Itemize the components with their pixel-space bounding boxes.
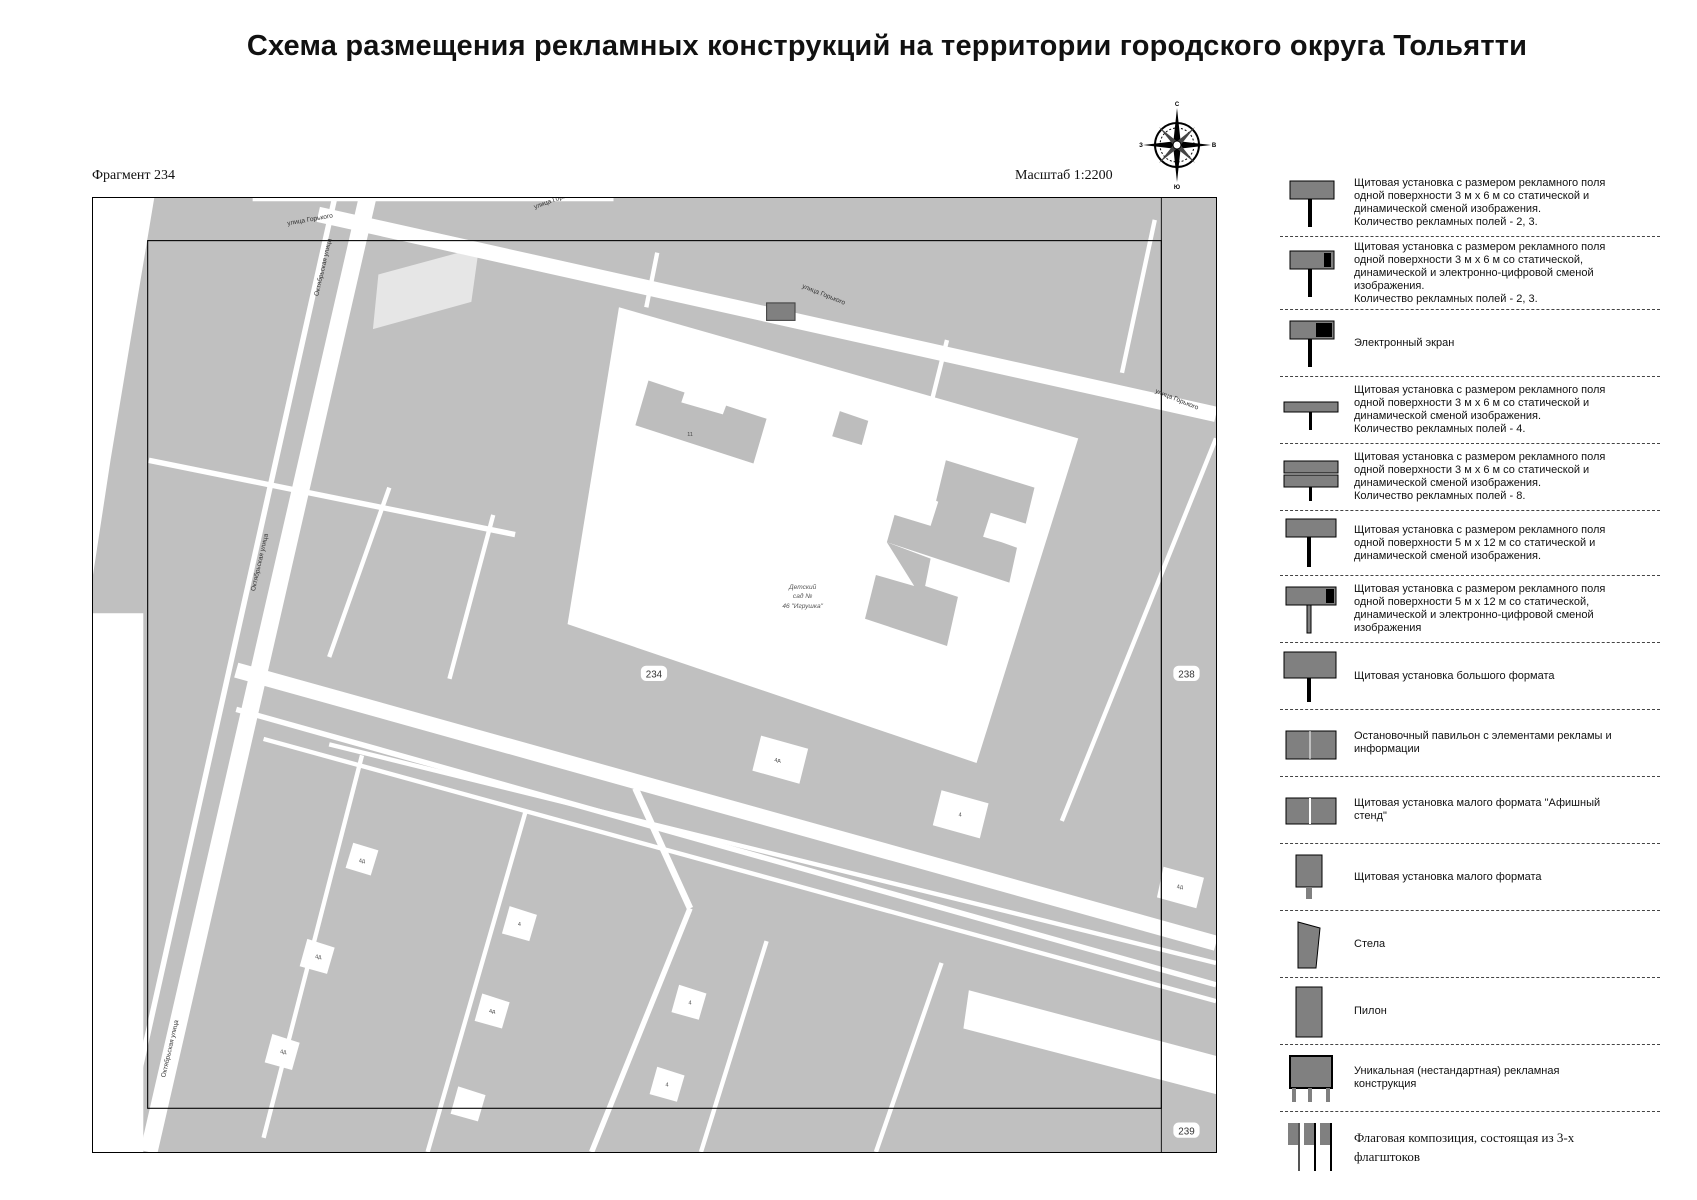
- block-number: 234: [646, 670, 663, 681]
- legend-item: Щитовая установка с размером рекламного …: [1280, 170, 1660, 237]
- kindergarten-label-line: Детский: [788, 583, 817, 591]
- legend-item-label: Щитовая установка с размером рекламного …: [1354, 384, 1606, 435]
- legend-item-label: Щитовая установка с размером рекламного …: [1354, 240, 1606, 305]
- poster-stand-icon: [1285, 797, 1337, 825]
- house-number: 4д: [280, 1050, 287, 1056]
- block-numbers: 234 238 239: [640, 665, 1200, 1138]
- house-number: 4: [689, 1000, 692, 1006]
- house-number: 11: [687, 432, 693, 438]
- block-number: 238: [1178, 670, 1195, 681]
- legend-item-label: Щитовая установка большого формата: [1354, 669, 1555, 682]
- legend-item-label: Щитовая установка с размером рекламного …: [1354, 583, 1606, 634]
- ad-construction-marker[interactable]: [766, 302, 796, 321]
- kindergarten-label: Детский сад № 46 "Игрушка": [782, 583, 823, 610]
- legend-item: Электронный экран: [1280, 310, 1660, 377]
- electronic-screen-icon: [1289, 320, 1335, 367]
- legend-item: Флаговая композиция, состоящая из 3-х фл…: [1280, 1112, 1660, 1182]
- legend-item-label: Стела: [1354, 937, 1386, 950]
- legend-item-label: Уникальная (нестандартная) рекламная кон…: [1354, 1065, 1560, 1090]
- legend-item: Пилон: [1280, 978, 1660, 1045]
- small-billboard-icon: [1295, 854, 1323, 899]
- large-billboard-icon: [1283, 651, 1337, 702]
- billboard-3x6-digital-icon: [1289, 250, 1335, 297]
- legend-item: Щитовая установка с размером рекламного …: [1280, 576, 1660, 643]
- legend-item-label: Флаговая композиция, состоящая из 3-х фл…: [1354, 1130, 1575, 1164]
- unique-construction-icon: [1289, 1055, 1333, 1102]
- legend-item: Щитовая установка с размером рекламного …: [1280, 377, 1660, 444]
- flag-composition-icon: [1288, 1123, 1332, 1171]
- legend-item: Щитовая установка с размером рекламного …: [1280, 444, 1660, 511]
- legend-item: Стела: [1280, 911, 1660, 978]
- compass-south: Ю: [1174, 185, 1180, 190]
- billboard-8-fields-icon: [1283, 460, 1339, 501]
- legend-item: Щитовая установка малого формата "Афишны…: [1280, 777, 1660, 844]
- stele-icon: [1297, 921, 1321, 969]
- house-number: 4: [518, 922, 521, 928]
- legend: Щитовая установка с размером рекламного …: [1280, 170, 1660, 1182]
- house-number: 4д: [1177, 885, 1184, 891]
- legend-item: Щитовая установка с размером рекламного …: [1280, 511, 1660, 576]
- fragment-label: Фрагмент 234: [92, 168, 176, 183]
- billboard-4-fields-icon: [1283, 401, 1339, 430]
- house-number: 4д: [315, 955, 322, 961]
- kindergarten-label-line: 46 "Игрушка": [782, 603, 823, 610]
- map[interactable]: улица Горького улица Горького улица Горь…: [92, 197, 1217, 1153]
- legend-item: Уникальная (нестандартная) рекламная кон…: [1280, 1045, 1660, 1112]
- legend-item: Щитовая установка большого формата: [1280, 643, 1660, 710]
- legend-item-label: Щитовая установка с размером рекламного …: [1354, 451, 1606, 502]
- compass-rose-icon: С Ю З В: [1139, 102, 1217, 190]
- compass-north: С: [1175, 102, 1180, 108]
- legend-item-label: Остановочный павильон с элементами рекла…: [1354, 730, 1612, 755]
- scale-label: Масштаб 1:2200: [1015, 168, 1113, 183]
- house-numbers: 11 4д 4 4д 4д 4д 4 4д 4 4д 4: [280, 432, 1184, 1088]
- billboard-5x12-icon: [1285, 518, 1337, 567]
- compass-west: З: [1139, 143, 1143, 149]
- house-number: 4: [959, 813, 962, 819]
- legend-item-label: Электронный экран: [1354, 336, 1455, 349]
- bus-stop-pavilion-icon: [1285, 730, 1337, 760]
- billboard-3x6-icon: [1289, 180, 1335, 227]
- legend-item-label: Щитовая установка с размером рекламного …: [1354, 523, 1606, 562]
- block-number: 239: [1178, 1127, 1194, 1138]
- legend-item: Остановочный павильон с элементами рекла…: [1280, 710, 1660, 777]
- house-number: 4: [666, 1082, 669, 1088]
- legend-item-label: Щитовая установка малого формата: [1354, 870, 1542, 883]
- kindergarten-label-line: сад №: [793, 592, 812, 600]
- billboard-5x12-digital-icon: [1285, 586, 1337, 634]
- pylon-icon: [1295, 986, 1323, 1038]
- house-number: 4д: [489, 1009, 496, 1015]
- legend-item: Щитовая установка малого формата: [1280, 844, 1660, 911]
- map-buildings: [264, 380, 1204, 1122]
- house-number: 4д: [774, 758, 781, 764]
- page-title: Схема размещения рекламных конструкций н…: [246, 30, 1528, 62]
- legend-item-label: Щитовая установка с размером рекламного …: [1354, 177, 1606, 228]
- compass-east: В: [1212, 143, 1217, 149]
- legend-item-label: Пилон: [1354, 1004, 1387, 1017]
- legend-item-label: Щитовая установка малого формата "Афишны…: [1354, 797, 1601, 822]
- house-number: 4д: [359, 858, 366, 864]
- legend-item: Щитовая установка с размером рекламного …: [1280, 237, 1660, 310]
